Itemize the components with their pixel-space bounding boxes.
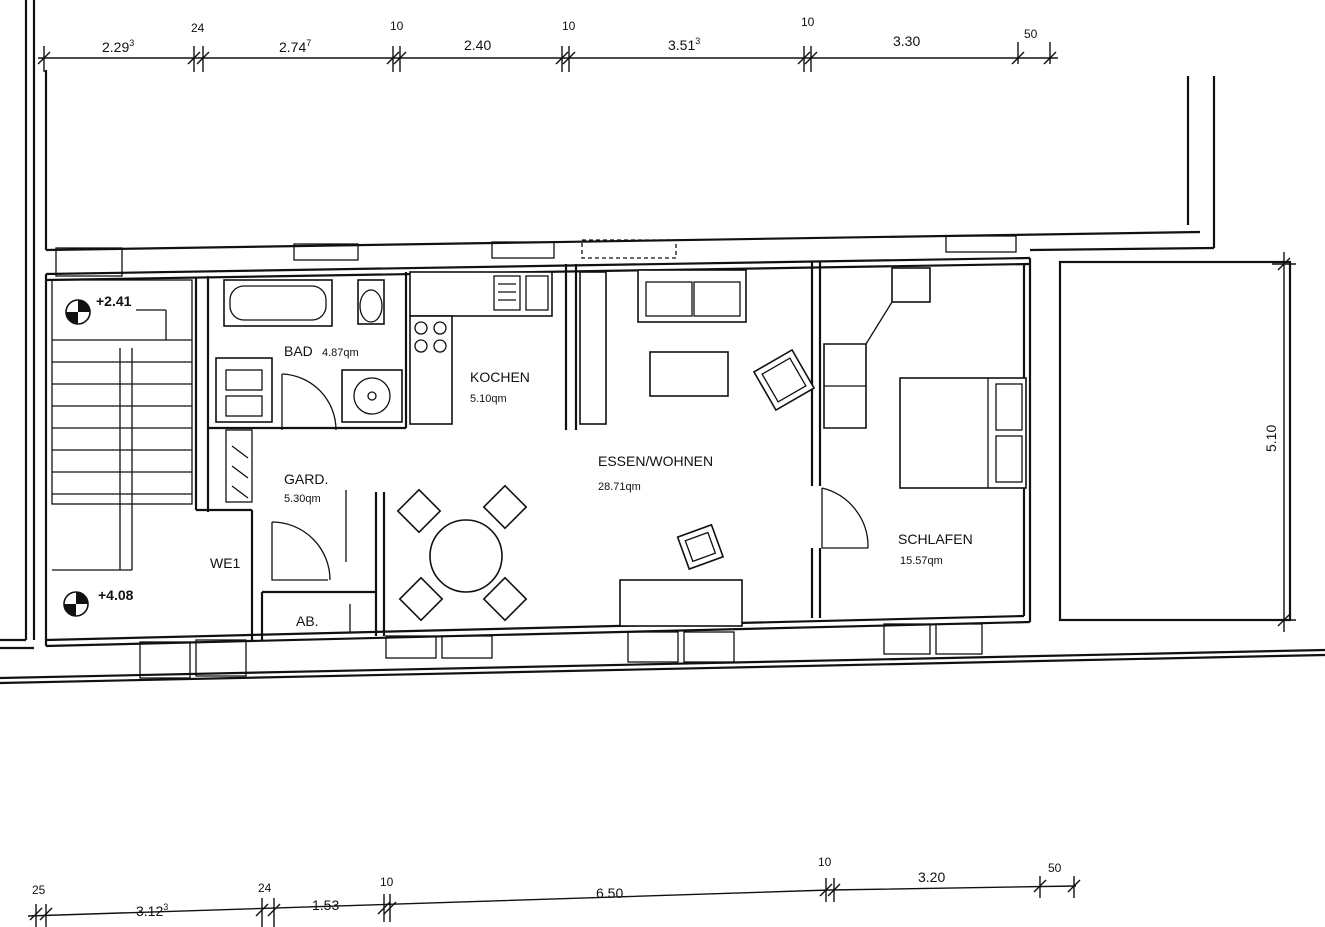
room-wohnen-area: 28.71qm <box>598 481 641 493</box>
dim-top-9: 3.30 <box>893 33 920 49</box>
dim-bottom-3: 24 <box>258 881 272 895</box>
dining-table <box>396 484 528 622</box>
room-gard-area: 5.30qm <box>284 493 321 505</box>
right-dimension: 5.10 <box>1263 252 1296 632</box>
dim-top-4: 10 <box>390 19 404 33</box>
dim-top-2: 24 <box>191 21 205 35</box>
top-dimension-chain: 2.293 24 2.747 10 2.40 10 3.513 10 3.30 … <box>37 15 1058 72</box>
washbasin <box>341 369 403 423</box>
staircase <box>51 279 193 571</box>
dim-bottom-6: 6.50 <box>596 885 623 901</box>
room-schlafen-area: 15.57qm <box>900 555 943 567</box>
dim-top-8: 10 <box>801 15 815 29</box>
armchair <box>752 348 816 412</box>
room-bad-area: 4.87qm <box>322 347 359 359</box>
stove-burners <box>414 321 447 353</box>
dim-bottom-8: 3.20 <box>918 869 945 885</box>
dim-top-7: 3.513 <box>668 36 700 53</box>
double-bed <box>899 377 1027 489</box>
dim-top-10: 50 <box>1024 27 1038 41</box>
dim-top-1: 2.293 <box>102 38 134 55</box>
room-schlafen-label: SCHLAFEN <box>898 531 973 547</box>
dim-bottom-4: 1.53 <box>312 897 339 913</box>
room-kochen-label: KOCHEN <box>470 369 530 385</box>
wardrobe-corner <box>823 267 931 429</box>
sideboard <box>619 579 743 627</box>
dim-bottom-1: 25 <box>32 883 46 897</box>
bottom-dimension-chain: 25 3.123 24 1.53 10 6.50 10 3.20 50 <box>27 855 1081 927</box>
wardrobe-shelving <box>225 429 253 503</box>
room-kochen-area: 5.10qm <box>470 393 507 405</box>
entry-door-swing <box>271 521 331 581</box>
dim-bottom-9: 50 <box>1048 861 1062 875</box>
room-we1-label: WE1 <box>210 555 241 571</box>
bedroom-door-swing <box>821 487 869 549</box>
bathtub <box>223 279 333 327</box>
room-ab-label: AB. <box>296 613 319 629</box>
sofa <box>637 269 747 323</box>
washer-units <box>215 357 273 423</box>
level-upper-label: +2.41 <box>96 293 132 309</box>
dim-bottom-2: 3.123 <box>136 902 168 919</box>
dim-right: 5.10 <box>1263 425 1279 452</box>
dim-bottom-7: 10 <box>818 855 832 869</box>
level-marker-lower: +4.08 <box>63 587 134 617</box>
bath-door-swing <box>281 373 337 431</box>
toilet <box>357 279 385 325</box>
room-wohnen-label: ESSEN/WOHNEN <box>598 453 713 469</box>
level-marker-upper: +2.41 <box>65 293 132 325</box>
building-outline <box>0 0 1325 685</box>
room-bad-label: BAD <box>284 343 313 359</box>
room-gard-label: GARD. <box>284 471 328 487</box>
armchair-small <box>676 523 725 571</box>
dim-top-6: 10 <box>562 19 576 33</box>
kitchen-counter <box>409 271 553 425</box>
dim-bottom-5: 10 <box>380 875 394 889</box>
level-lower-label: +4.08 <box>98 587 134 603</box>
dim-top-3: 2.747 <box>279 38 311 55</box>
coffee-table <box>649 351 729 397</box>
dim-top-5: 2.40 <box>464 37 491 53</box>
shelf-unit <box>579 271 607 425</box>
interior-walls <box>194 262 822 640</box>
